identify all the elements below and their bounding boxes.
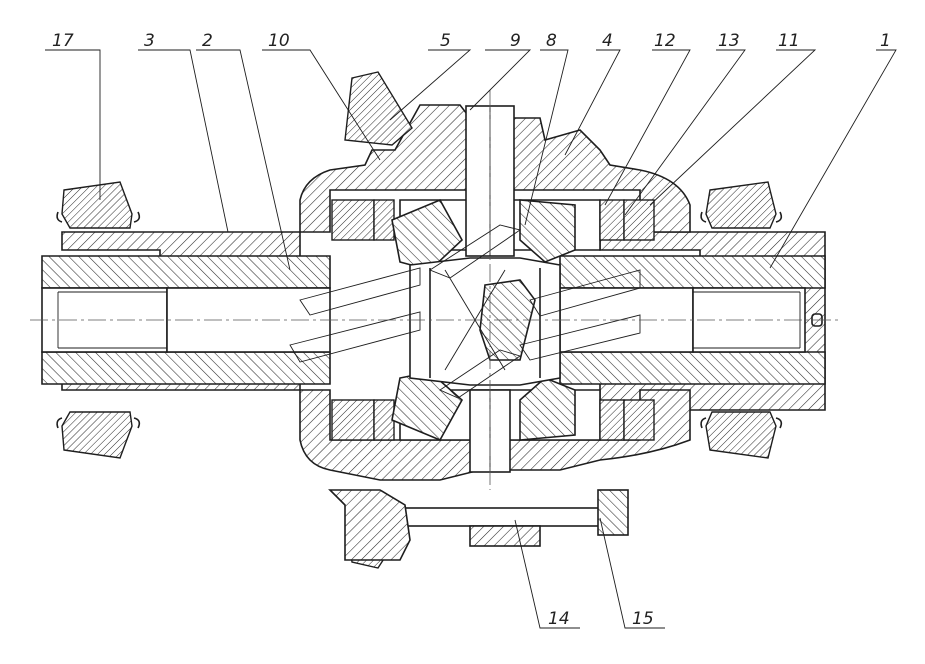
section-overlay: [289, 224, 641, 399]
side-gears: [391, 198, 576, 442]
callout-9: 9: [510, 31, 521, 51]
callout-5: 5: [440, 31, 451, 51]
callout-12: 12: [654, 31, 676, 51]
callout-10: 10: [268, 31, 290, 51]
callout-14: 14: [548, 609, 570, 629]
callout-13: 13: [718, 31, 740, 51]
right-axle-shaft: [559, 231, 826, 411]
callout-labels: 17 3 2 10 5 9 8 4 12 13 11 1 14 15: [52, 31, 891, 629]
callout-11: 11: [778, 31, 800, 51]
callout-2: 2: [202, 31, 213, 51]
tapered-roller-bearings: [56, 181, 783, 459]
leader-lines: [45, 49, 897, 629]
central-hub: [409, 257, 561, 386]
callout-15: 15: [632, 609, 654, 629]
callout-1: 1: [880, 31, 891, 51]
through-bolt: [328, 489, 629, 561]
callout-4: 4: [602, 31, 613, 51]
left-axle-shaft: [41, 231, 331, 391]
callout-3: 3: [144, 31, 155, 51]
needle-bearings: [331, 199, 655, 441]
callout-8: 8: [546, 31, 557, 51]
callout-17: 17: [52, 31, 74, 51]
center-lines: [30, 90, 840, 490]
